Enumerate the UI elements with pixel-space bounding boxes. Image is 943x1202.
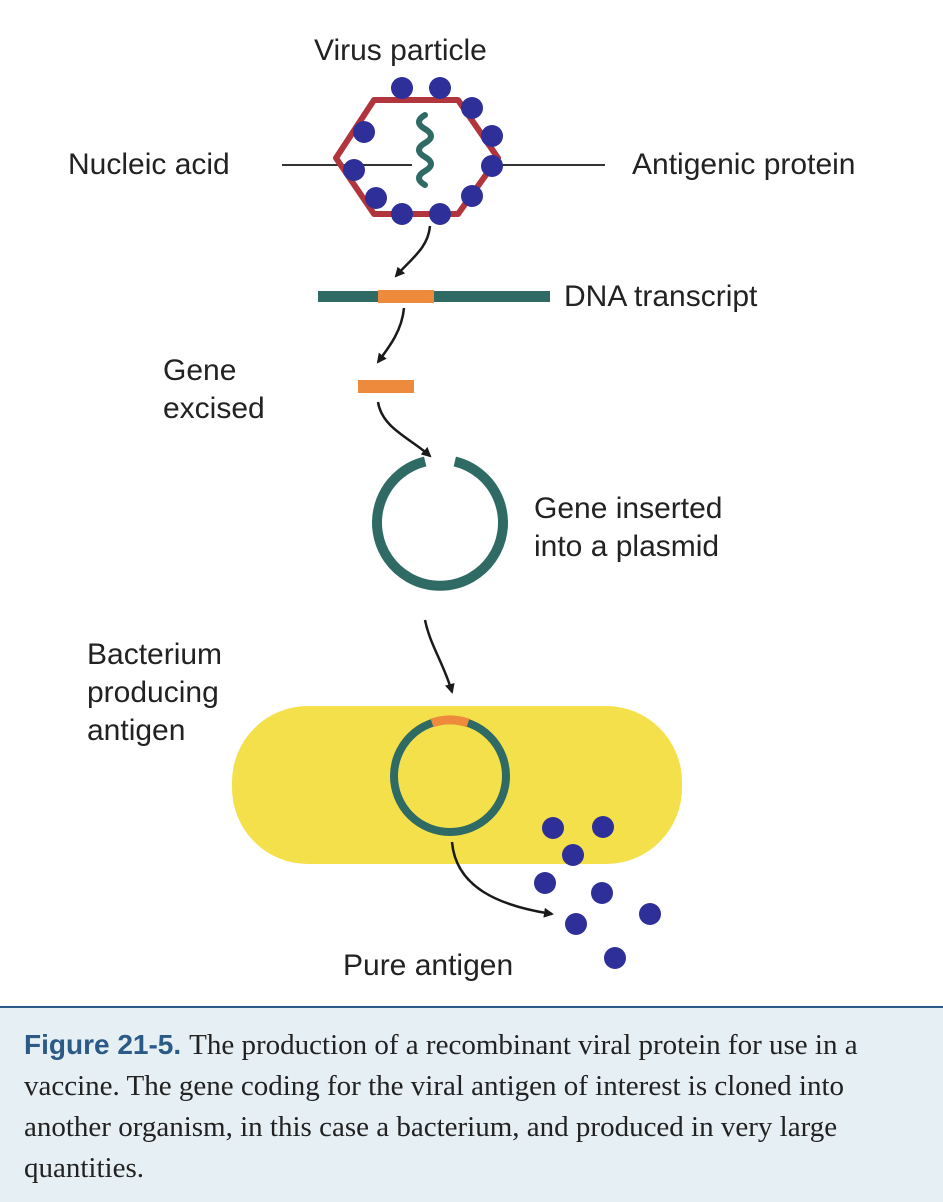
bacterium-line-2: producing — [87, 676, 219, 709]
protein-dot — [481, 155, 503, 177]
virus-particle — [333, 77, 503, 225]
protein-dot — [429, 203, 451, 225]
figure-number-label: Figure 21-5. — [24, 1029, 182, 1060]
protein-dot — [353, 121, 375, 143]
antigen-dot — [639, 903, 661, 925]
arrow-to-bacterium — [423, 619, 455, 694]
dna-transcript — [318, 290, 550, 303]
antigen-dot — [591, 882, 613, 904]
pure-antigen-dots — [534, 816, 661, 969]
gene-inserted-line-1: Gene inserted — [534, 492, 723, 525]
protein-dot — [391, 203, 413, 225]
pure-antigen-label: Pure antigen — [343, 949, 514, 982]
gene-excised-line-1: Gene — [163, 354, 237, 387]
antigen-dot — [604, 947, 626, 969]
virus-particle-label: Virus particle — [314, 34, 487, 67]
gene-excised-label: Gene excised — [163, 352, 265, 428]
nucleic-acid-label: Nucleic acid — [68, 148, 230, 181]
bacterium-line-3: antigen — [87, 714, 186, 747]
bacterium-line-1: Bacterium — [87, 638, 223, 671]
figure-caption: Figure 21-5.The production of a recombin… — [24, 1024, 929, 1189]
gene-segment — [378, 290, 434, 303]
antigenic-proteins — [343, 77, 503, 225]
antigen-dot — [565, 913, 587, 935]
antigen-dot — [542, 817, 564, 839]
open-plasmid — [372, 456, 508, 591]
protein-dot — [343, 159, 365, 181]
dna-transcript-label: DNA transcript — [564, 280, 758, 313]
gene-inserted-label: Gene inserted into a plasmid — [534, 490, 722, 566]
bacterium-body — [232, 706, 682, 864]
bacterium — [232, 706, 682, 864]
caption-block: Figure 21-5.The production of a recombin… — [0, 1006, 943, 1202]
antigen-dot — [562, 844, 584, 866]
virus-capsid — [333, 97, 501, 217]
arrow-to-pure-antigen — [450, 841, 554, 918]
protein-dot — [365, 187, 387, 209]
caption-text: The production of a recombinant viral pr… — [24, 1029, 858, 1184]
arrow-to-dna-transcript — [394, 225, 432, 278]
protein-dot — [391, 77, 413, 99]
gene-inserted-line-2: into a plasmid — [534, 530, 720, 563]
gene-excised-line-2: excised — [163, 392, 265, 425]
antigen-dot — [592, 816, 614, 838]
arrow-to-gene-excised — [376, 307, 406, 364]
protein-dot — [481, 125, 503, 147]
recombinant-vaccine-diagram — [232, 77, 682, 969]
antigenic-protein-label: Antigenic protein — [632, 148, 856, 181]
protein-dot — [461, 185, 483, 207]
protein-dot — [429, 77, 451, 99]
nucleic-acid-strand — [416, 112, 434, 188]
protein-dot — [461, 97, 483, 119]
excised-gene — [358, 380, 414, 393]
bacterium-label: Bacterium producing antigen — [87, 636, 222, 750]
inserted-gene — [430, 715, 470, 728]
antigen-dot — [534, 872, 556, 894]
arrow-to-plasmid — [376, 401, 432, 458]
